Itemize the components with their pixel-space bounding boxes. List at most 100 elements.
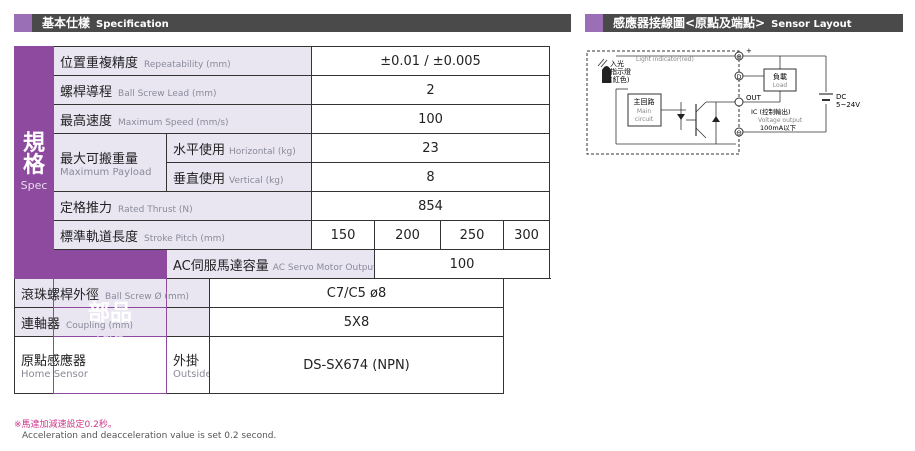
label-en: Home Sensor [21, 369, 88, 380]
label-zh: 垂直使用 [173, 171, 226, 187]
main-circuit-en2: circuit [635, 116, 654, 123]
label-en: Maximum Speed (mm/s) [118, 117, 229, 128]
table-row: 規格 Spec 位置重複精度 Repeatability (mm) ±0.01 /… [14, 46, 551, 279]
group-spec: 規格 Spec [14, 46, 54, 279]
row-value: DS-SX674 (NPN) [209, 336, 504, 394]
label-zh: 標準軌道長度 [60, 229, 139, 245]
row-label: 螺桿導程 Ball Screw Lead (mm) [53, 75, 312, 105]
row-label: 連軸器 Coupling (mm) [14, 307, 210, 337]
label-en: Ball Screw Ø (mm) [105, 291, 189, 302]
label-zh: 原點感應器 [21, 354, 87, 369]
label-en: Maximum Payload [60, 166, 152, 178]
mount-en: Outside [173, 369, 210, 380]
label-zh: 滾珠螺桿外徑 [21, 287, 100, 303]
stroke-value: 250 [440, 220, 504, 250]
load-en: Load [773, 82, 788, 89]
diode-icon [677, 102, 685, 130]
header-accent [585, 14, 603, 32]
row-value: 2 [310, 75, 551, 105]
label-zh: 連軸器 [21, 316, 61, 332]
table-row: 原點感應器 Home Sensor 外掛 Outside DS-SX674 (N… [14, 336, 550, 394]
label-en: Coupling (mm) [66, 320, 134, 331]
row-value: ±0.01 / ±0.005 [310, 46, 551, 76]
note-en: Acceleration and deacceleration value is… [22, 431, 277, 441]
stroke-value: 200 [374, 220, 441, 250]
spec-title-zh: 基本仕樣 [42, 16, 91, 30]
sensor-boundary [586, 50, 740, 155]
stroke-value: 300 [502, 220, 551, 250]
sensor-title: 感應器接線圖<原點及端點> [613, 16, 766, 30]
terminal-minus: ⊖ [736, 129, 742, 137]
table-row: 標準軌道長度 Stroke Pitch (mm) 150 200 250 300 [15, 220, 551, 250]
indicator-lamp-icon [597, 58, 611, 83]
row-value: 23 [310, 133, 551, 163]
row-label: 位置重複精度 Repeatability (mm) [53, 46, 312, 76]
row-label: 定格推力 Rated Thrust (N) [53, 191, 312, 221]
terminal-d: D [737, 74, 742, 81]
row-value: 5X8 [209, 307, 504, 337]
label-zh: 最高速度 [60, 113, 113, 129]
spec-table: 規格 Spec 位置重複精度 Repeatability (mm) ±0.01 /… [14, 46, 551, 394]
label-zh: 螺桿導程 [60, 84, 113, 100]
dc-label: DC [836, 93, 846, 101]
voltage-output-label: Voltage output [758, 117, 803, 124]
row-value: 8 [310, 162, 551, 192]
terminal-out-icon [734, 97, 744, 107]
ic-label: IC (控制輸出) [751, 107, 791, 116]
home-sensor-mount: 外掛 Outside [166, 336, 210, 394]
table-row: 最高速度 Maximum Speed (mm/s) 100 [15, 104, 551, 134]
row-label: 最高速度 Maximum Speed (mm/s) [53, 104, 312, 134]
group-spec-zh: 規格 [22, 131, 45, 178]
table-row: 連軸器 Coupling (mm) 5X8 [14, 307, 550, 337]
label-en: Vertical (kg) [229, 175, 284, 186]
current-label: 100mA以下 [760, 124, 797, 132]
label-zh: 定格推力 [60, 200, 113, 216]
label-zh: 最大可搬重量 [60, 151, 139, 167]
sensor-header: 感應器接線圖<原點及端點> Sensor Layout [585, 14, 903, 32]
row-value: 100 [373, 249, 551, 279]
mount-zh: 外掛 [173, 354, 200, 369]
sensor-title-en: Sensor Layout [771, 19, 852, 30]
note-zh: ※馬達加減速設定0.2秒。 [14, 420, 117, 430]
label-en: Ball Screw Lead (mm) [118, 88, 217, 99]
label-en: Horizontal (kg) [229, 146, 296, 157]
table-row: 定格推力 Rated Thrust (N) 854 [15, 191, 551, 221]
transistor-icon [686, 101, 707, 139]
dc-range-label: 5~24V [836, 101, 860, 109]
sensor-wiring-diagram: 入光 指示燈 (紅色) Light indicator(red) 主回路 Mai… [586, 47, 860, 155]
row-label: 滾珠螺桿外徑 Ball Screw Ø (mm) [14, 278, 210, 308]
label-zh: AC伺服馬達容量 [173, 258, 269, 274]
incident-label: 入光 [610, 59, 624, 68]
label-zh: 位置重複精度 [60, 55, 139, 71]
stroke-value: 150 [311, 220, 375, 250]
main-circuit-en1: Main [637, 108, 652, 115]
load-zh: 負載 [773, 72, 787, 81]
row-value: 100 [310, 104, 551, 134]
row-value: 854 [310, 191, 551, 221]
label-en: Rated Thrust (N) [118, 204, 193, 215]
spec-title-en: Specification [96, 19, 169, 30]
payload-label: 最大可搬重量 Maximum Payload [53, 133, 167, 192]
out-label: OUT [746, 94, 762, 102]
red-label: (紅色) [610, 75, 630, 84]
light-indicator-label: Light indicator(red) [636, 56, 694, 63]
table-row: 螺桿導程 Ball Screw Lead (mm) 2 [15, 75, 551, 105]
label-en: Stroke Pitch (mm) [144, 233, 225, 244]
label-zh: 水平使用 [173, 142, 226, 158]
row-label: 標準軌道長度 Stroke Pitch (mm) [53, 220, 312, 250]
battery-icon [819, 93, 833, 101]
main-circuit-zh: 主回路 [634, 97, 655, 106]
terminal-plus: ⊕ [736, 53, 742, 61]
spec-header: 基本仕樣 Specification [14, 14, 571, 32]
label-en: Repeatability (mm) [144, 59, 231, 70]
home-sensor-label: 原點感應器 Home Sensor [14, 336, 167, 394]
row-value: C7/C5 ø8 [209, 278, 504, 308]
label-en: AC Servo Motor Output (W) [272, 262, 375, 273]
plus-sup: + [746, 47, 752, 55]
